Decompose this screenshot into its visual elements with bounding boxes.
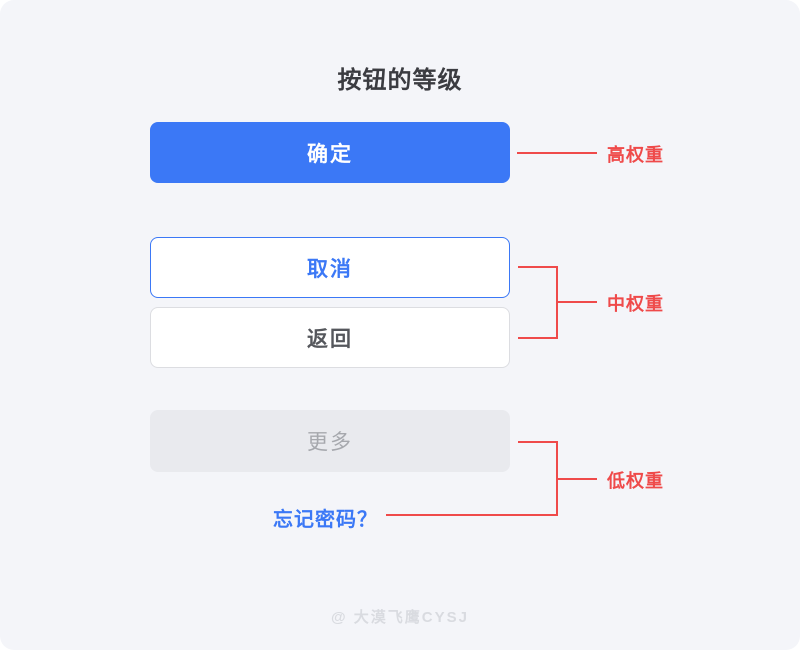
connector-line-high xyxy=(517,152,597,154)
connector-line-medium-bottom xyxy=(518,337,557,339)
confirm-button[interactable]: 确定 xyxy=(150,122,510,183)
cancel-button[interactable]: 取消 xyxy=(150,237,510,298)
forgot-password-link[interactable]: 忘记密码？ xyxy=(273,509,378,531)
annotation-low-weight: 低权重 xyxy=(607,471,664,491)
connector-line-medium-label xyxy=(556,301,597,303)
annotation-medium-weight: 中权重 xyxy=(607,294,664,314)
back-button[interactable]: 返回 xyxy=(150,307,510,368)
connector-line-low-top xyxy=(518,441,557,443)
connector-line-medium-top xyxy=(518,266,557,268)
annotation-high-weight: 高权重 xyxy=(607,145,664,165)
connector-line-low-label xyxy=(556,478,597,480)
watermark: @ 大漠飞鹰CYSJ xyxy=(331,609,469,626)
connector-line-low-bottom xyxy=(386,514,557,516)
page-title: 按钮的等级 xyxy=(337,67,463,94)
more-button[interactable]: 更多 xyxy=(150,410,510,472)
